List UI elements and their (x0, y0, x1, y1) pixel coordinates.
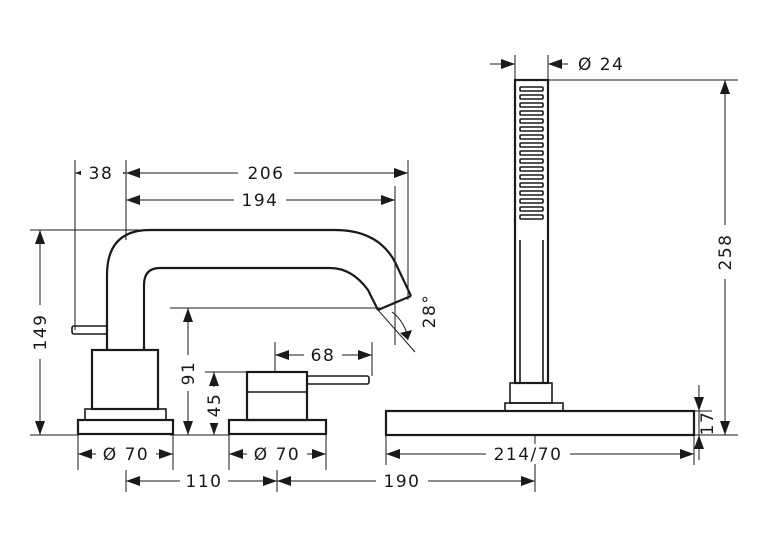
dim-dia24: Ø 24 (578, 55, 624, 75)
shower-slot (519, 214, 544, 220)
shower-slot (519, 206, 544, 212)
shower-holder (504, 402, 564, 412)
dim-110: 110 (186, 472, 223, 492)
dim-214-70: 214/70 (494, 445, 563, 465)
dim-91: 91 (179, 361, 199, 386)
mixer-lever (306, 375, 370, 385)
shower-slot (519, 190, 544, 196)
shower-holder-cup (509, 382, 553, 404)
spout-base-plate (76, 418, 175, 436)
shower-slot (519, 118, 544, 124)
hand-shower-assembly (384, 78, 696, 437)
shower-slot (519, 174, 544, 180)
mixer-assembly (227, 370, 370, 436)
dim-17: 17 (698, 411, 718, 436)
shower-slot (519, 158, 544, 164)
spout-assembly (71, 228, 412, 436)
shower-slot (519, 134, 544, 140)
dim-206: 206 (248, 164, 285, 184)
shower-slot (519, 126, 544, 132)
mixer-base-plate (227, 418, 328, 436)
dim-68: 68 (311, 346, 336, 366)
spout-base-ring (84, 408, 167, 421)
dimension-labels: 38 206 194 149 91 45 68 28° Ø 70 Ø 70 11… (30, 55, 736, 492)
spout-body (90, 348, 160, 411)
spout-neck-inner (142, 266, 379, 350)
shower-slot (519, 110, 544, 116)
shower-slot (519, 142, 544, 148)
dim-45: 45 (205, 393, 225, 418)
mixer-body (245, 370, 309, 422)
spout-neck-outer (105, 228, 412, 350)
dim-190: 190 (384, 472, 421, 492)
shower-handle (513, 78, 550, 385)
shower-slot (519, 166, 544, 172)
dim-194: 194 (242, 191, 279, 211)
shower-slot (519, 102, 544, 108)
shower-slot (519, 150, 544, 156)
arrowheads (35, 59, 730, 486)
dimension-lines (39, 63, 726, 482)
shower-head-slots (519, 86, 544, 220)
shower-base-plate (384, 409, 696, 437)
shower-slot (519, 198, 544, 204)
shower-slot (519, 182, 544, 188)
dim-258: 258 (716, 234, 736, 271)
dim-28-degrees: 28° (420, 294, 440, 329)
dim-dia70-left: Ø 70 (103, 445, 149, 465)
extension-lines (30, 55, 738, 492)
spout-lever (71, 325, 108, 335)
shower-slot (519, 86, 544, 92)
dim-dia70-mid: Ø 70 (254, 445, 300, 465)
dim-149: 149 (31, 314, 51, 351)
dim-38: 38 (89, 164, 114, 184)
shower-slot (519, 94, 544, 100)
